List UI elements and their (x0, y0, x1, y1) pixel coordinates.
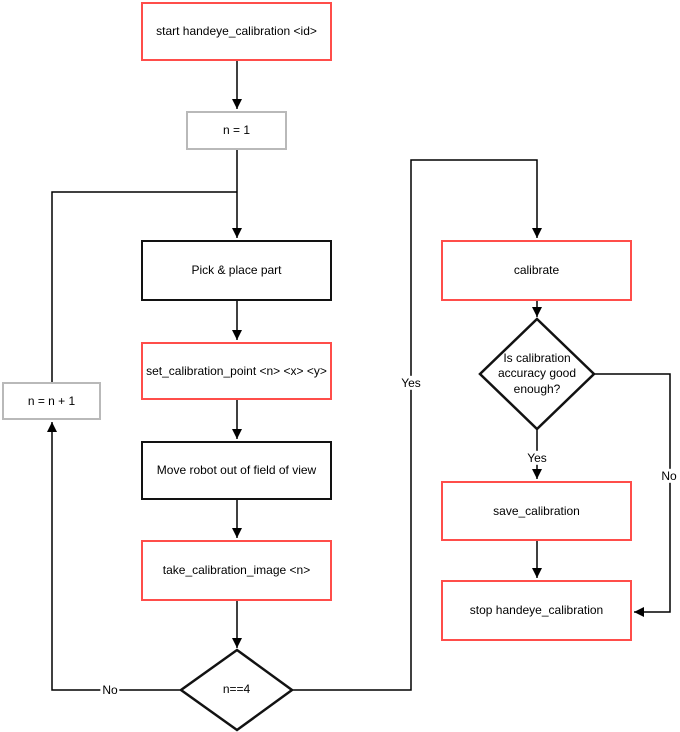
edge-label-yes-loop: Yes (399, 375, 423, 391)
edge-label-no-increment: No (100, 682, 120, 698)
node-take-image-label: take_calibration_image <n> (162, 563, 311, 577)
node-save-calibration: save_calibration (441, 481, 632, 541)
edge-label-yes-save: Yes (525, 450, 549, 466)
node-move-robot-label: Move robot out of field of view (156, 463, 317, 477)
node-set-point-label: set_calibration_point <n> <x> <y> (146, 363, 327, 378)
node-n-increment: n = n + 1 (2, 382, 101, 420)
node-pick-and-place: Pick & place part (141, 240, 332, 301)
decision-n-check-label: n==4 (222, 682, 251, 697)
decision-accuracy-label-box: Is calibration accuracy good enough? (484, 319, 590, 429)
node-calibrate: calibrate (441, 240, 632, 301)
node-stop-label: stop handeye_calibration (469, 603, 604, 617)
node-move-robot-out-of-view: Move robot out of field of view (141, 441, 332, 500)
node-pick-label: Pick & place part (191, 263, 282, 277)
node-stop-handeye-calibration: stop handeye_calibration (441, 580, 632, 641)
node-start-handeye-calibration: start handeye_calibration <id> (141, 2, 332, 61)
node-take-calibration-image: take_calibration_image <n> (141, 540, 332, 601)
edge-ncheck-no-to-increment (47, 422, 181, 691)
decision-accuracy-label: Is calibration accuracy good enough? (497, 350, 577, 396)
edge-increment-to-mainline (51, 191, 237, 382)
decision-n-check-shape (178, 648, 295, 732)
node-set-calibration-point: set_calibration_point <n> <x> <y> (141, 342, 332, 400)
node-n1-label: n = 1 (222, 123, 251, 137)
node-start-label: start handeye_calibration <id> (156, 24, 317, 38)
node-n-equals-1: n = 1 (186, 111, 287, 150)
decision-n-check-label-box: n==4 (181, 650, 292, 730)
edge-ncheck-yes-to-calibrate (292, 159, 542, 691)
edge-accuracy-no-to-stop (594, 373, 671, 617)
decision-accuracy-shape (478, 317, 596, 431)
node-save-label: save_calibration (493, 503, 580, 518)
node-increment-label: n = n + 1 (27, 393, 76, 408)
edge-label-no-stop: No (659, 468, 679, 484)
node-calibrate-label: calibrate (513, 263, 560, 277)
